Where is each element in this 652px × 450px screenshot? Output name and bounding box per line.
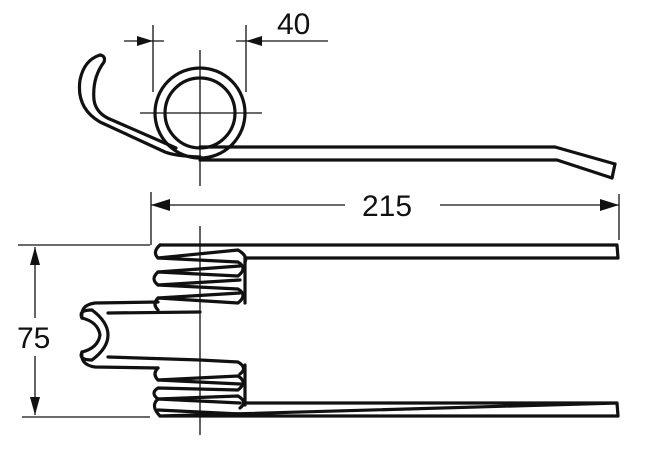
arrow-up-icon	[30, 247, 40, 265]
arrow-down-icon	[30, 397, 40, 415]
dimension-75-label: 75	[17, 322, 50, 355]
dimension-40-label: 40	[277, 8, 310, 41]
arrow-right-icon	[600, 199, 619, 211]
arrow-left-icon	[246, 36, 262, 46]
dimension-215-label: 215	[362, 190, 412, 223]
tine-upper-edge	[198, 145, 617, 166]
upper-tine	[158, 243, 620, 260]
hook-outer	[77, 53, 202, 159]
dimension-75: 75	[17, 244, 150, 418]
hook-inner	[92, 53, 178, 150]
side-view: 40	[77, 8, 617, 186]
upper-coil	[152, 243, 248, 312]
top-view: 75	[17, 226, 620, 435]
dimension-40: 40	[124, 8, 328, 92]
arrow-left-icon	[151, 199, 170, 211]
u-bend	[79, 300, 202, 370]
tine-tip	[610, 162, 617, 180]
dimension-215: 215	[150, 190, 620, 245]
lower-coil	[152, 358, 247, 418]
arrow-right-icon	[137, 36, 153, 46]
tine-lower-edge	[198, 158, 614, 180]
